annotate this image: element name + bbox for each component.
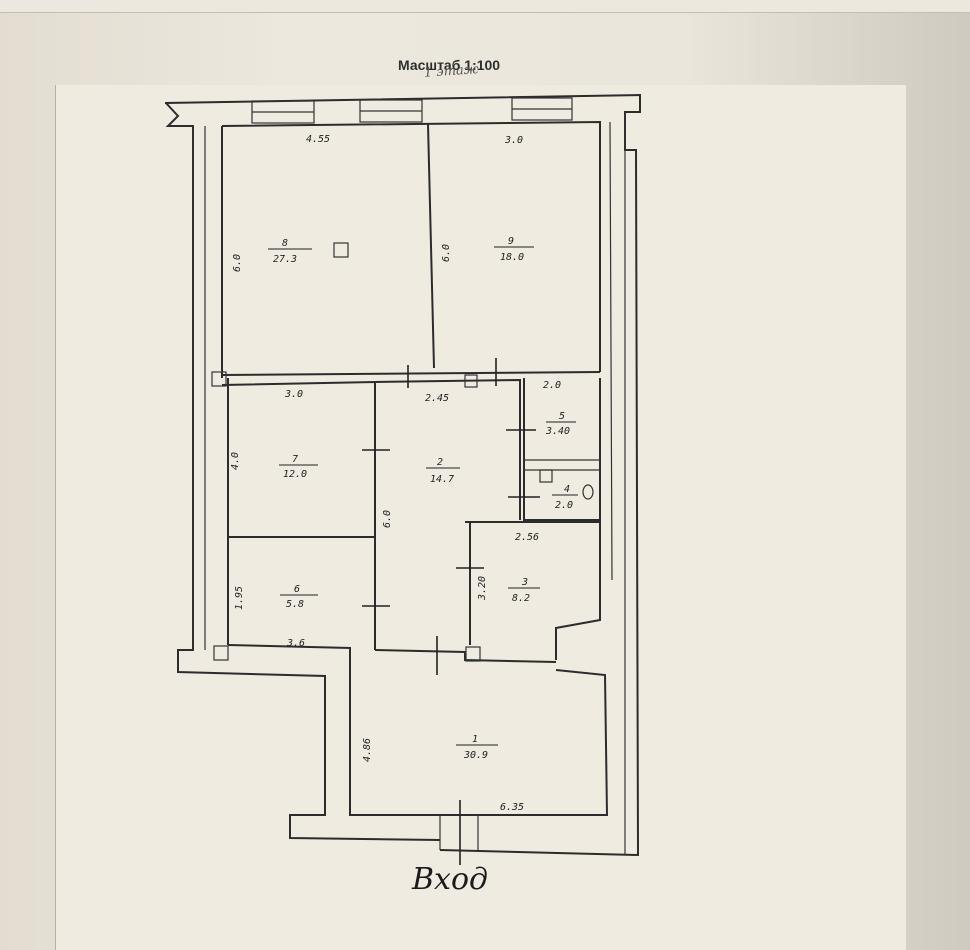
room-8: 4.55 8 27.3 6.0 [232, 134, 330, 272]
room-2-area: 14.7 [430, 474, 454, 485]
room-9-area: 18.0 [500, 252, 524, 263]
room-3-width: 3.20 [477, 576, 488, 601]
room-1-length: 6.35 [500, 802, 524, 813]
room-7-area: 12.0 [283, 469, 307, 480]
scale-title: Масштаб 1:100 [398, 57, 501, 73]
room-7-length: 3.0 [284, 389, 303, 400]
room-6-length: 3.6 [286, 638, 305, 649]
room-8-area: 27.3 [273, 254, 297, 265]
room-9-width: 6.0 [441, 244, 452, 262]
columns [211, 242, 594, 662]
room-4-number: 4 [564, 484, 570, 495]
top-windows [251, 97, 573, 124]
room-2: 2.45 2 14.7 6.0 [382, 393, 460, 528]
room-5-number: 5 [559, 411, 565, 422]
room-7-number: 7 [292, 454, 298, 465]
header-strip [0, 0, 970, 13]
room-5: 2.0 5 3.40 [543, 380, 576, 437]
room-2-length: 2.45 [425, 393, 449, 404]
room-3-length: 2.56 [515, 532, 539, 543]
room-6-number: 6 [294, 584, 300, 595]
room-2-number: 2 [437, 457, 443, 468]
room-8-number: 8 [282, 238, 288, 249]
room-1: 1 30.9 6.35 4.86 [362, 734, 524, 813]
outer-walls [164, 93, 641, 857]
room-8-length: 4.55 [306, 134, 330, 145]
plan-sheet [55, 85, 906, 950]
room-4-area: 2.0 [555, 500, 573, 511]
room-9-length: 3.0 [504, 135, 523, 146]
room-7: 3.0 7 12.0 4.0 [230, 389, 318, 480]
room-6-width: 1.95 [234, 586, 245, 610]
room-1-width: 4.86 [362, 738, 373, 762]
entrance-label: Вход [412, 862, 489, 897]
door-marks [362, 358, 540, 865]
room-5-length: 2.0 [543, 380, 561, 391]
room-3-area: 8.2 [512, 593, 530, 604]
room-6: 6 5.8 3.6 1.95 [234, 584, 318, 649]
room-2-width: 6.0 [382, 510, 393, 528]
room-1-area: 30.9 [463, 750, 488, 761]
room-3-number: 3 [521, 577, 528, 588]
room-3: 2.56 3 8.2 3.20 [477, 532, 540, 604]
room-9-number: 9 [508, 236, 514, 247]
room-6-area: 5.8 [286, 599, 304, 610]
room-1-number: 1 [472, 734, 478, 745]
room-9: 3.0 9 18.0 6.0 [441, 135, 534, 263]
room-8-width: 6.0 [232, 254, 243, 272]
room-7-width: 4.0 [230, 452, 241, 470]
room-4: 4 2.0 [552, 484, 578, 511]
room-5-area: 3.40 [545, 426, 570, 437]
